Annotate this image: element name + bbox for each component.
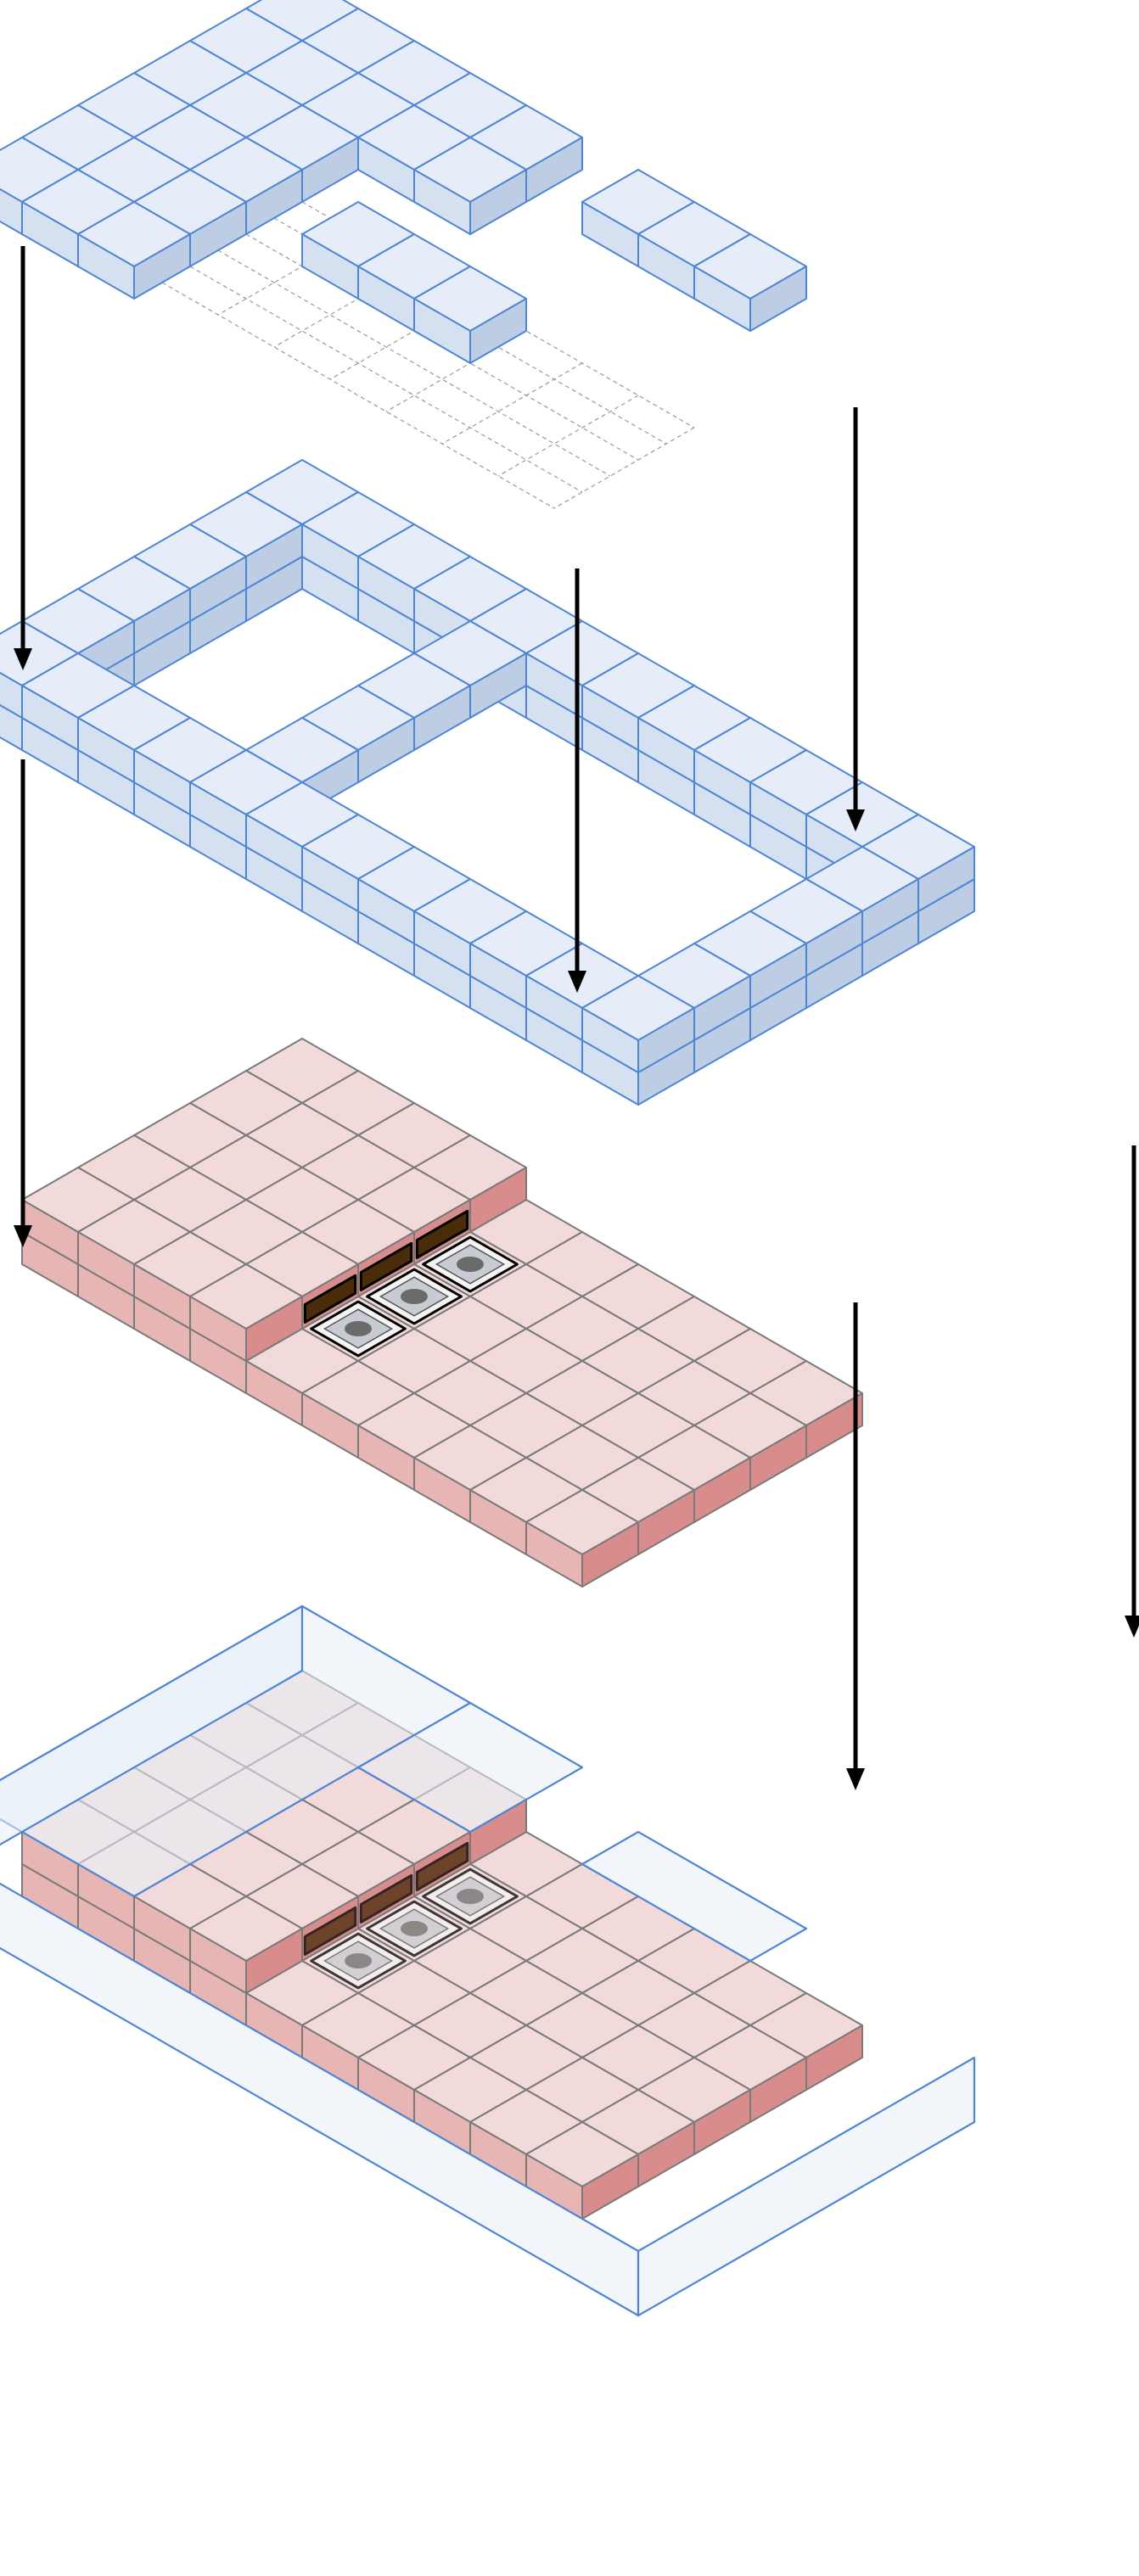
frame-cube [581,975,695,1073]
nozzle [422,1868,519,1925]
nozzle [310,1932,407,1990]
bar-right-cube [693,233,807,332]
slot [359,1241,413,1291]
down-arrow-icon [846,407,865,832]
bar-lower-cube [413,266,527,364]
assembled-platform-cube [189,1896,303,1994]
down-arrow-icon [568,568,586,993]
l-slab-cube [77,201,191,300]
platform-cube [525,1489,639,1588]
l-slab-cube [413,137,527,235]
slots-and-nozzles [303,1209,519,1358]
nozzle [310,1300,407,1358]
transparent-enclosure [0,1604,976,2317]
nozzle [366,1268,463,1325]
layer-2-frame [0,459,975,1106]
down-arrow-icon [14,246,32,670]
slots-and-nozzles [303,1841,519,1990]
assembly-arrows [14,246,1139,1790]
nozzle [366,1900,463,1957]
down-arrow-icon [1125,1145,1139,1638]
platform-cube [189,1263,303,1362]
slot [359,1873,413,1924]
slot [303,1274,357,1324]
down-arrow-icon [14,759,32,1247]
down-arrow-icon [846,1302,865,1790]
nozzle [422,1235,519,1293]
layer-1-cube-pieces [0,0,807,509]
layer-3-base-platform [21,1038,863,1588]
slot [303,1906,357,1956]
slot [415,1841,469,1891]
slot [415,1209,469,1259]
assembled-platform-cube [525,2121,639,2220]
layer-4-assembled-view [0,1604,976,2317]
